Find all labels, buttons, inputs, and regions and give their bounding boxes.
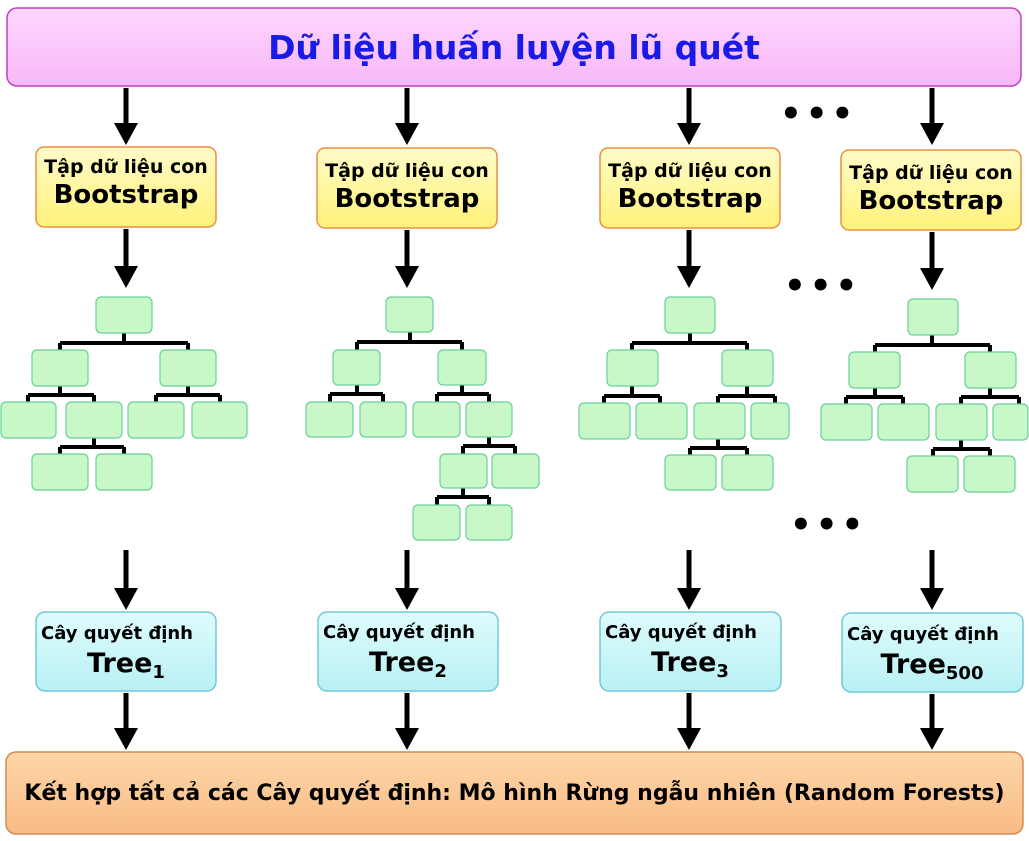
bootstrap-box-1 <box>35 146 217 228</box>
decision-box-3 <box>599 611 782 692</box>
final-box <box>5 751 1024 835</box>
tree1-node <box>31 453 89 491</box>
arrows-decision-to-final <box>114 693 944 750</box>
tree2-node <box>491 453 540 489</box>
tree3-node <box>578 402 631 440</box>
bootstrap-boxes <box>35 146 1022 231</box>
bootstrap-box-2 <box>316 147 498 229</box>
tree4-node <box>906 455 959 493</box>
tree1-node <box>31 349 89 387</box>
ellipsis-top: ••• <box>780 94 858 134</box>
decision-tree-boxes <box>35 611 1024 693</box>
decision-box-1 <box>35 611 217 692</box>
tree2-node <box>439 453 488 489</box>
tree4-node <box>820 403 873 441</box>
tree3-node <box>721 454 774 491</box>
tree2-node <box>305 401 354 438</box>
tree1-root-node <box>95 296 153 334</box>
tree3-node <box>606 349 659 387</box>
decision-box-2 <box>317 611 499 692</box>
tree1-node <box>159 349 217 387</box>
tree2-node <box>332 349 381 386</box>
arrows-tree-to-decision <box>114 550 944 610</box>
decision-box-4 <box>841 612 1024 693</box>
bootstrap-box-4 <box>840 149 1022 231</box>
tree1-node <box>191 401 248 439</box>
tree4-node <box>935 403 988 441</box>
tree1-node <box>95 453 153 491</box>
tree2-node <box>465 504 513 541</box>
tree2-node <box>359 401 407 438</box>
tree2-node <box>465 401 513 438</box>
tree4-root-node <box>907 298 959 336</box>
tree4-node <box>992 403 1029 441</box>
tree3-root-node <box>664 296 716 334</box>
final-label: Kết hợp tất cả các Cây quyết định: Mô hì… <box>24 780 1005 806</box>
tree4-node <box>964 351 1017 389</box>
tree1-node <box>65 401 123 439</box>
tree4-node <box>877 403 930 441</box>
tree1-node <box>127 401 185 439</box>
bootstrap-box-3 <box>599 147 781 229</box>
arrows-title-to-bootstrap <box>114 88 944 145</box>
ellipsis-middle: ••• <box>784 266 862 306</box>
tree3-node <box>721 349 774 387</box>
tree3-node <box>664 454 717 491</box>
ellipsis-bottom: ••• <box>790 505 868 545</box>
tree2-node <box>412 401 461 438</box>
tree-connectors <box>26 332 1021 505</box>
tree3-node <box>635 402 688 440</box>
tree1-node <box>0 401 57 439</box>
diagram-title: Dữ liệu huấn luyện lũ quét <box>268 27 760 67</box>
tree4-node <box>848 351 901 389</box>
tree2-root-node <box>385 296 434 333</box>
tree4-node <box>963 455 1016 493</box>
tree2-node <box>412 504 461 541</box>
tree3-node <box>750 402 790 440</box>
tree2-node <box>437 349 487 386</box>
arrows-bootstrap-to-tree <box>114 229 944 290</box>
tree3-node <box>693 402 746 440</box>
title-box <box>6 7 1022 87</box>
tree-nodes <box>0 296 1029 541</box>
